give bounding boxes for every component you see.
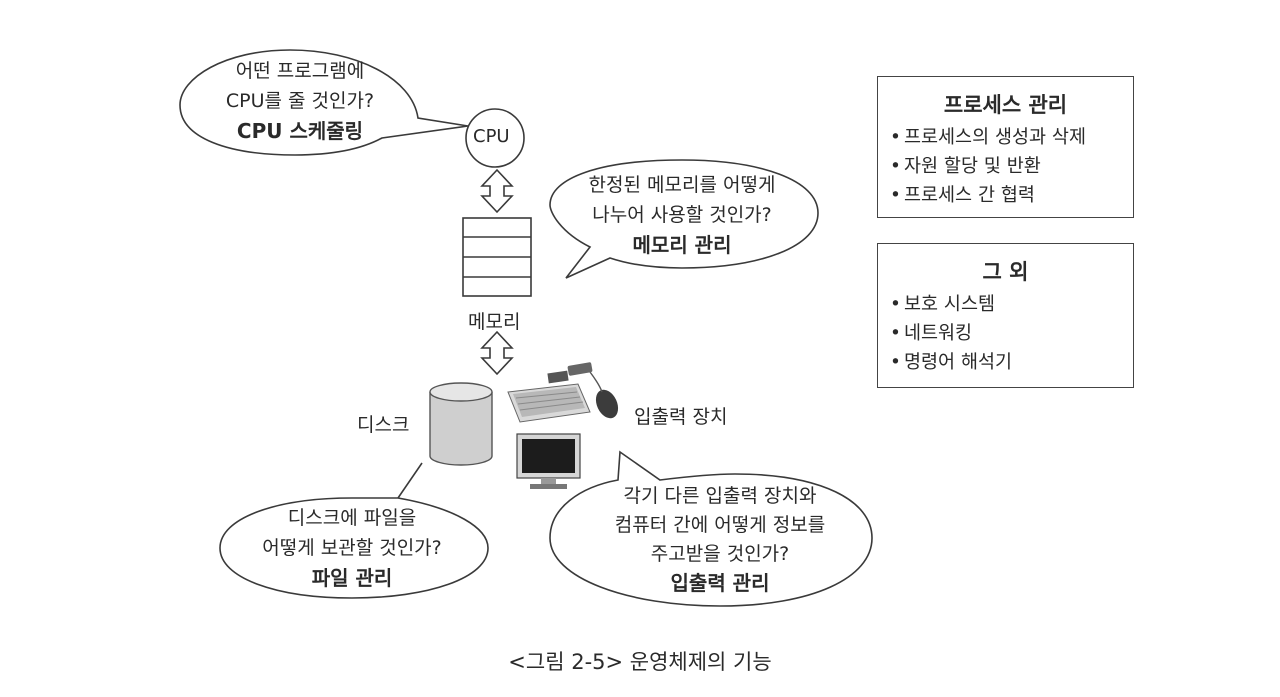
cpu-bubble-text: 어떤 프로그램에 CPU를 줄 것인가? CPU 스케줄링 (200, 56, 400, 146)
process-management-title: 프로세스 관리 (943, 93, 1068, 117)
bullet: • (890, 156, 901, 177)
io-bubble-text: 각기 다른 입출력 장치와 컴퓨터 간에 어떻게 정보를 주고받을 것인가? 입… (590, 482, 850, 598)
memory-bubble-question-2: 나누어 사용할 것인가? (592, 204, 772, 226)
io-device-label: 입출력 장치 (634, 406, 728, 428)
disk-bubble-question-2: 어떻게 보관할 것인가? (262, 537, 442, 559)
memory-management-title: 메모리 관리 (632, 233, 732, 257)
io-speech-bubble (549, 450, 873, 607)
monitor-icon (516, 433, 581, 489)
list-item: •프로세스 간 협력 (890, 181, 1133, 210)
list-item: •네트워킹 (890, 319, 1133, 348)
io-bubble-question-3: 주고받을 것인가? (650, 543, 790, 565)
cpu-bubble-question-2: CPU를 줄 것인가? (225, 90, 375, 112)
cpu-bubble-question-1: 어떤 프로그램에 (235, 60, 365, 82)
process-management-box: 프로세스 관리 •프로세스의 생성과 삭제 •자원 할당 및 반환 •프로세스 … (877, 76, 1134, 218)
keyboard-icon (507, 370, 591, 423)
other-functions-list: •보호 시스템 •네트워킹 •명령어 해석기 (878, 290, 1133, 377)
list-item: •프로세스의 생성과 삭제 (890, 123, 1133, 152)
io-bubble-question-2: 컴퓨터 간에 어떻게 정보를 (614, 514, 826, 536)
io-management-title: 입출력 관리 (670, 571, 770, 595)
disk-cylinder (429, 382, 493, 466)
memory-bubble-question-1: 한정된 메모리를 어떻게 (588, 174, 776, 196)
bullet: • (890, 127, 901, 148)
disk-speech-bubble (219, 462, 489, 599)
other-functions-title: 그 외 (982, 260, 1029, 284)
disk-bubble-question-1: 디스크에 파일을 (287, 507, 417, 529)
bullet: • (890, 294, 901, 315)
cpu-label: CPU (473, 126, 510, 147)
list-item: •자원 할당 및 반환 (890, 152, 1133, 181)
bullet: • (890, 185, 901, 206)
io-bubble-question-1: 각기 다른 입출력 장치와 (623, 485, 817, 507)
cpu-speech-bubble (179, 49, 469, 156)
memory-disk-arrow (480, 330, 514, 376)
cpu-circle (465, 108, 525, 168)
memory-bubble-text: 한정된 메모리를 어떻게 나누어 사용할 것인가? 메모리 관리 (562, 170, 802, 260)
figure-caption: <그림 2-5> 운영체제의 기능 (508, 650, 772, 674)
memory-speech-bubble (549, 159, 819, 279)
list-item: •보호 시스템 (890, 290, 1133, 319)
other-functions-box: 그 외 •보호 시스템 •네트워킹 •명령어 해석기 (877, 243, 1134, 388)
mouse-icon (567, 362, 619, 419)
cpu-memory-arrow (480, 168, 514, 214)
file-management-title: 파일 관리 (311, 566, 393, 590)
disk-bubble-text: 디스크에 파일을 어떻게 보관할 것인가? 파일 관리 (232, 503, 472, 593)
cpu-scheduling-title: CPU 스케줄링 (236, 119, 364, 143)
disk-label: 디스크 (357, 414, 410, 436)
memory-label: 메모리 (468, 311, 521, 333)
bullet: • (890, 352, 901, 373)
process-management-list: •프로세스의 생성과 삭제 •자원 할당 및 반환 •프로세스 간 협력 (878, 123, 1133, 210)
list-item: •명령어 해석기 (890, 348, 1133, 377)
bullet: • (890, 323, 901, 344)
